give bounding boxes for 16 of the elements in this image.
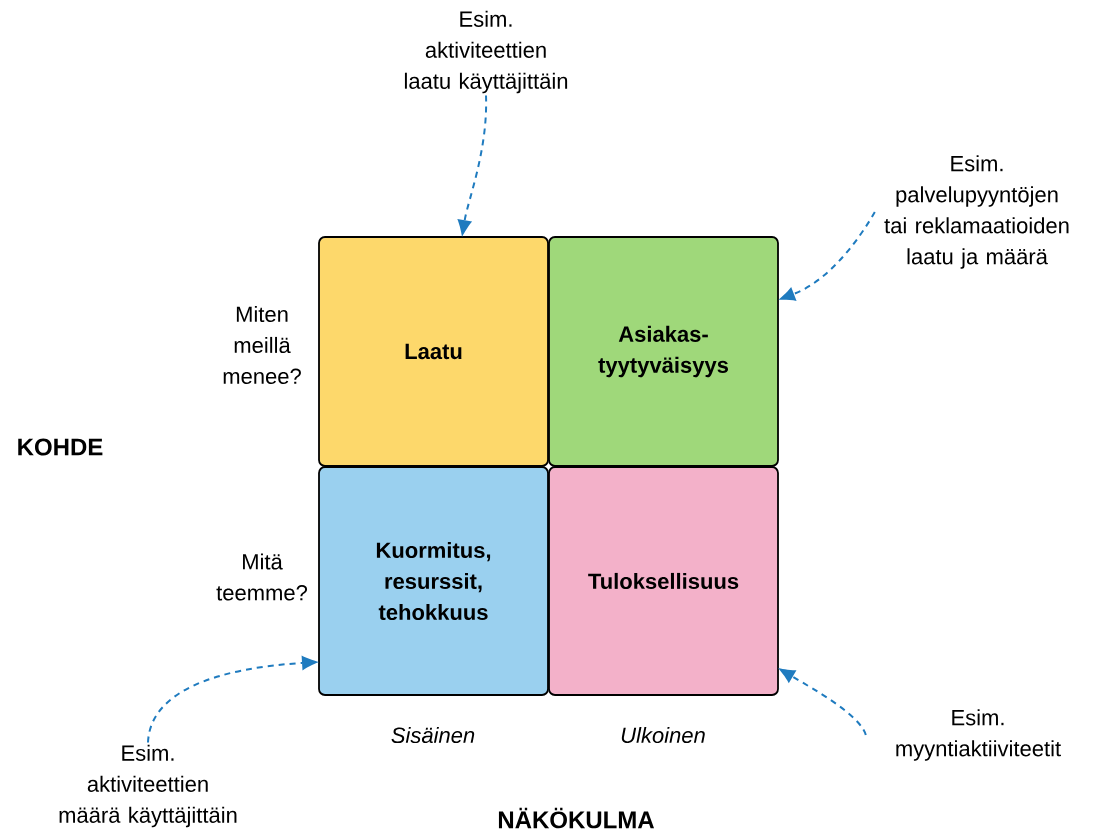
- axis-label: NÄKÖKULMA: [498, 807, 654, 829]
- dashed-arrow: [147, 655, 319, 744]
- axis-label: Ulkoinen: [621, 726, 705, 744]
- dashed-arrow: [778, 668, 867, 736]
- example-note: Esim. palvelupyyntöjen tai reklamaatioiden laatu ja määrä: [884, 155, 1069, 269]
- quadrant-box: Asiakas-tyytyväisyys: [548, 236, 779, 467]
- example-note: Esim. aktiviteettien laatu käyttäjittäin: [404, 10, 568, 94]
- dashed-arrow: [457, 94, 488, 237]
- axis-label: Sisäinen: [391, 726, 475, 744]
- example-note: Esim. aktiviteettien määrä käyttäjittäin: [59, 744, 237, 828]
- example-note: Esim. myyntiaktiiviteetit: [896, 709, 1061, 761]
- dashed-arrow: [778, 211, 876, 301]
- axis-label: KOHDE: [18, 438, 103, 456]
- quadrant-box: Laatu: [318, 236, 549, 467]
- quadrant-box: Kuormitus, resurssit, tehokkuus: [318, 466, 549, 696]
- quadrant-box: Tuloksellisuus: [548, 466, 779, 696]
